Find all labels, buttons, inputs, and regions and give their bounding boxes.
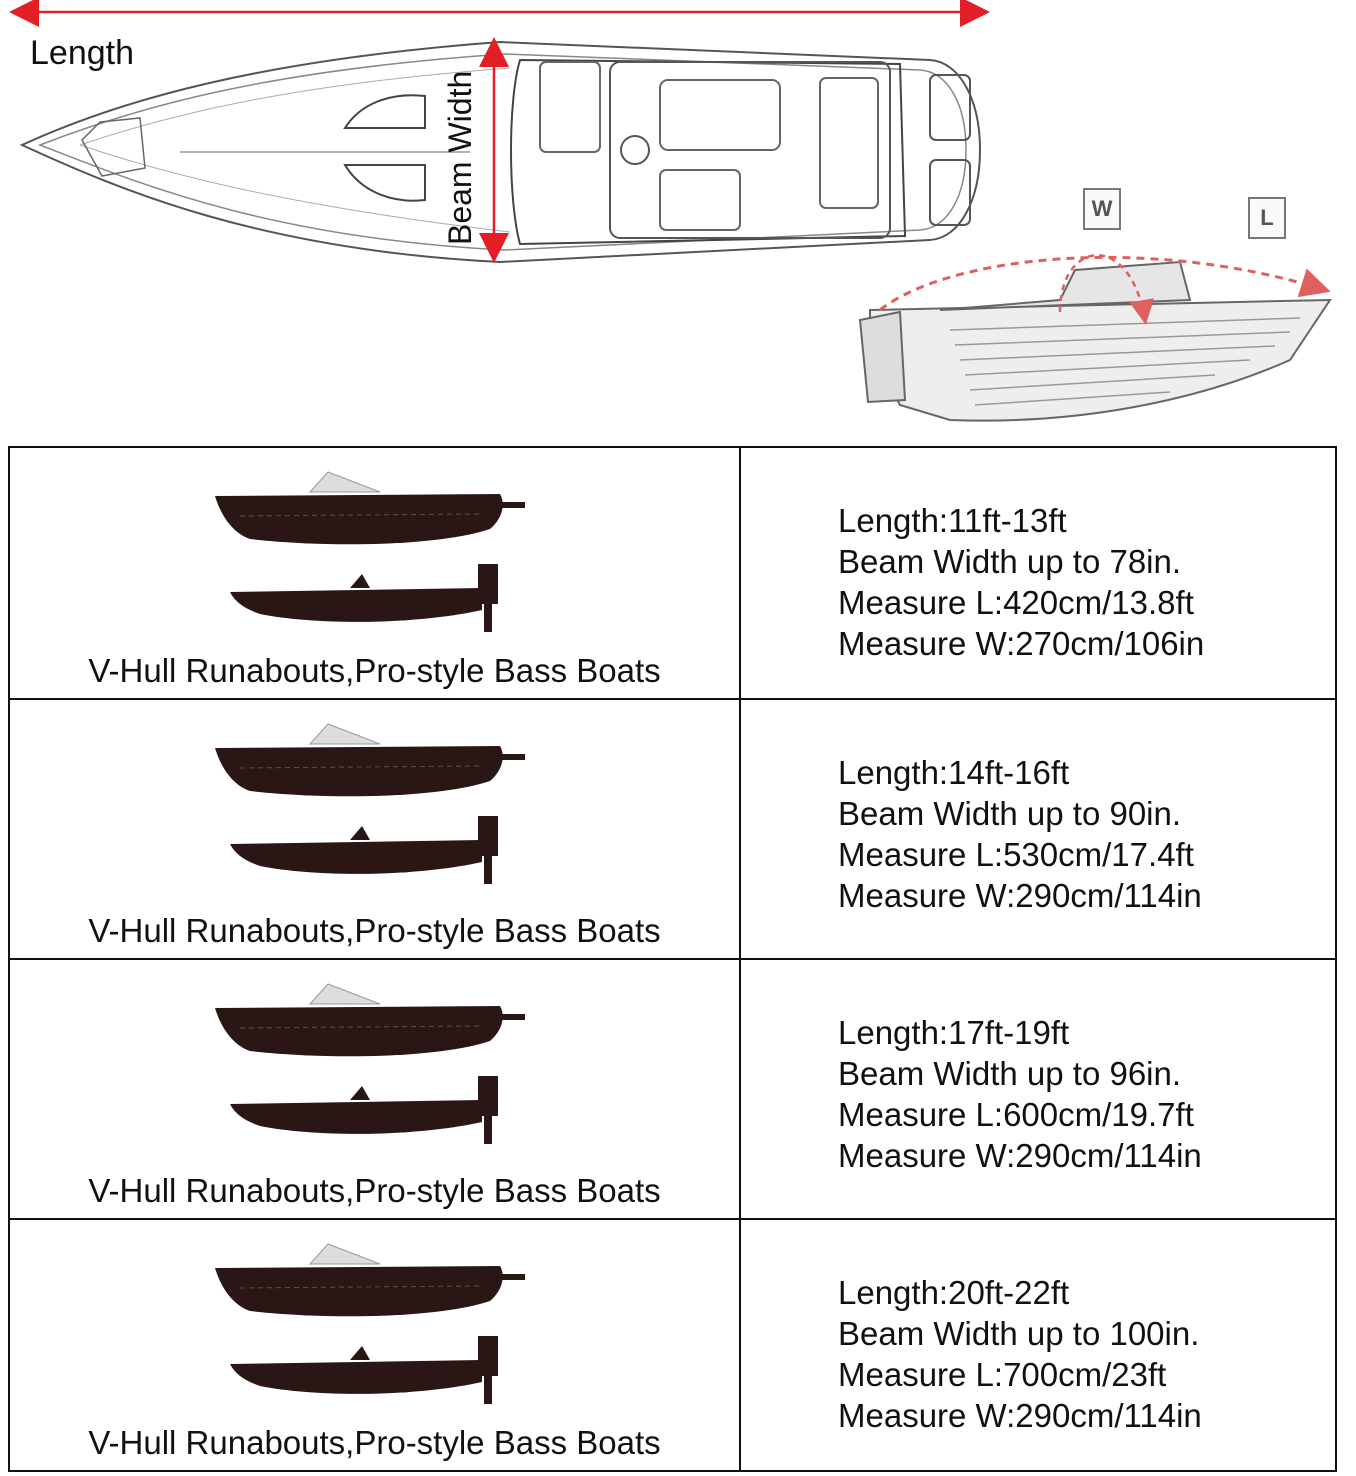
measure-w-curve [1058, 254, 1155, 325]
spec-cell: Length:20ft-22ft Beam Width up to 100in.… [838, 1272, 1202, 1436]
spec-measure-l: Measure L:530cm/17.4ft [838, 836, 1194, 873]
spec-measure-l: Measure L:600cm/19.7ft [838, 1096, 1194, 1133]
w-tag: W [1083, 188, 1121, 230]
spec-beam-width: Beam Width up to 78in. [838, 543, 1182, 580]
top-view-boat-outline [19, 40, 982, 264]
table-row: V-Hull Runabouts,Pro-style Bass Boats Le… [10, 448, 1335, 698]
spec-beam-width: Beam Width up to 90in. [838, 795, 1182, 832]
boat-type-cell: V-Hull Runabouts,Pro-style Bass Boats [10, 700, 739, 958]
spec-length: Length:11ft-13ft [838, 502, 1067, 539]
spec-measure-w: Measure W:290cm/114in [838, 877, 1202, 914]
spec-length: Length:14ft-16ft [838, 754, 1070, 791]
spec-cell: Length:14ft-16ft Beam Width up to 90in. … [838, 752, 1202, 916]
boat-type-caption: V-Hull Runabouts,Pro-style Bass Boats [88, 652, 661, 689]
spec-cell: Length:11ft-13ft Beam Width up to 78in. … [838, 500, 1204, 664]
spec-length: Length:20ft-22ft [838, 1274, 1070, 1311]
boat-type-caption: V-Hull Runabouts,Pro-style Bass Boats [88, 1424, 661, 1461]
spec-measure-l: Measure L:420cm/13.8ft [838, 584, 1194, 621]
spec-cell: Length:17ft-19ft Beam Width up to 96in. … [838, 1012, 1202, 1176]
spec-measure-w: Measure W:270cm/106in [838, 625, 1205, 662]
spec-beam-width: Beam Width up to 96in. [838, 1055, 1182, 1092]
spec-measure-l: Measure L:700cm/23ft [838, 1356, 1167, 1393]
spec-length: Length:17ft-19ft [838, 1014, 1070, 1051]
boat-silhouettes-icon [215, 983, 525, 1144]
boat-type-caption: V-Hull Runabouts,Pro-style Bass Boats [88, 912, 661, 949]
measure-l-curve [879, 255, 1331, 312]
table-row: V-Hull Runabouts,Pro-style Bass Boats Le… [10, 1218, 1335, 1470]
spec-measure-w: Measure W:290cm/114in [838, 1137, 1202, 1174]
boat-silhouettes-icon [215, 723, 525, 884]
boat-silhouettes-icon [215, 1243, 525, 1404]
side-view-covered-boat [858, 260, 1332, 422]
table-row: V-Hull Runabouts,Pro-style Bass Boats Le… [10, 958, 1335, 1218]
boat-type-cell: V-Hull Runabouts,Pro-style Bass Boats [10, 448, 739, 698]
length-label: Length [30, 34, 134, 72]
beam-width-label: Beam Width [442, 70, 478, 245]
boat-silhouettes-icon [215, 471, 525, 632]
spec-beam-width: Beam Width up to 100in. [838, 1315, 1200, 1352]
boat-type-caption: V-Hull Runabouts,Pro-style Bass Boats [88, 1172, 661, 1209]
boat-type-cell: V-Hull Runabouts,Pro-style Bass Boats [10, 960, 739, 1218]
column-divider [739, 448, 741, 1470]
boat-type-cell: V-Hull Runabouts,Pro-style Bass Boats [10, 1220, 739, 1470]
table-row: V-Hull Runabouts,Pro-style Bass Boats Le… [10, 698, 1335, 958]
boat-measurement-diagram [8, 0, 1332, 422]
size-table: V-Hull Runabouts,Pro-style Bass Boats Le… [8, 446, 1337, 1472]
spec-measure-w: Measure W:290cm/114in [838, 1397, 1202, 1434]
l-tag: L [1248, 197, 1286, 239]
